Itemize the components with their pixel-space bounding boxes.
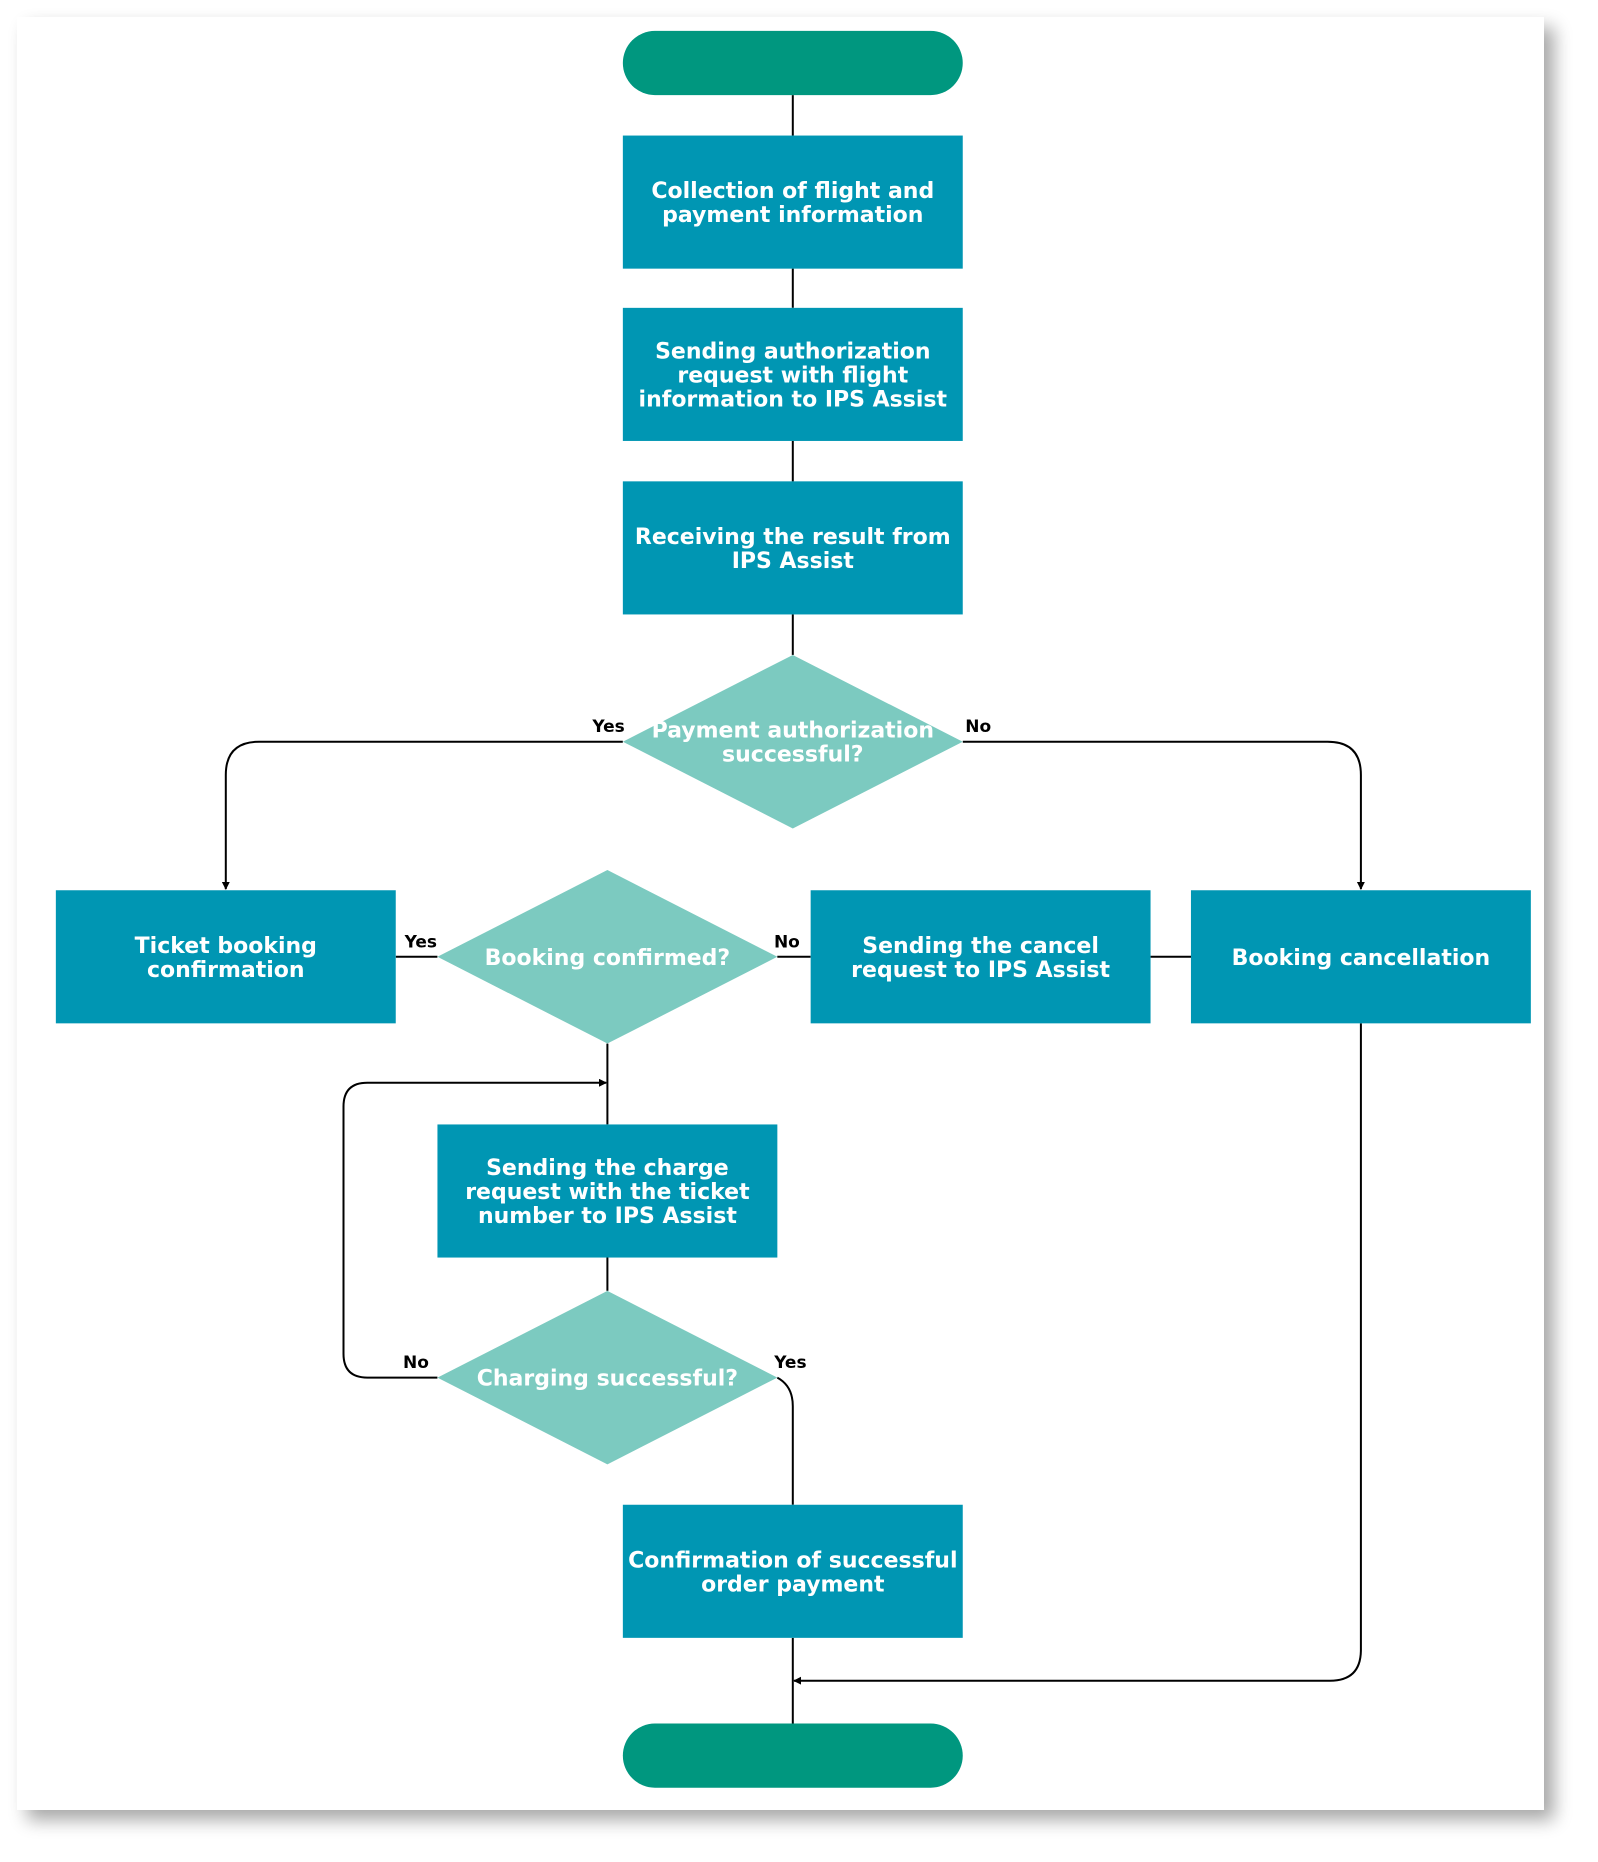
edge-label-auth-yes: Yes <box>591 717 624 737</box>
process-box <box>55 890 396 1024</box>
process-box <box>622 1504 963 1638</box>
node-label-line: IPS Assist <box>732 549 855 574</box>
edge-charged-yes-confirm <box>776 1376 794 1505</box>
node-booked: Booking confirmed? <box>437 870 778 1044</box>
edge-charged-no-loop <box>342 1078 607 1379</box>
node-label-line: Ticket booking <box>135 934 317 959</box>
decision-diamond <box>437 1290 778 1465</box>
node-label-line: successful? <box>722 743 864 768</box>
node-label-line: payment information <box>662 203 923 228</box>
process-box <box>437 1124 778 1258</box>
node-end <box>622 1723 963 1788</box>
process-box <box>622 481 963 615</box>
edge-label-auth-no: No <box>965 717 991 737</box>
edges-layer <box>221 95 1365 1724</box>
node-label-line: request to IPS Assist <box>851 958 1110 983</box>
node-cancel: Booking cancellation <box>1190 890 1531 1024</box>
terminal-shape <box>622 1723 963 1788</box>
node-label-line: number to IPS Assist <box>478 1204 737 1229</box>
node-label-line: Receiving the result from <box>635 525 951 550</box>
node-label-line: Booking cancellation <box>1232 946 1491 971</box>
edge-cancel-end <box>793 1023 1362 1685</box>
decision-diamond <box>622 654 963 829</box>
edge-auth-ok-yes-ticket <box>221 740 623 890</box>
edge-label-booked-yes: Yes <box>404 932 437 952</box>
process-box <box>810 890 1151 1024</box>
process-box <box>1190 890 1531 1024</box>
node-label-line: information to IPS Assist <box>639 387 948 412</box>
node-label-line: Payment authorization <box>652 719 934 744</box>
node-label-line: order payment <box>701 1572 885 1597</box>
node-label-line: confirmation <box>147 958 305 983</box>
edge-label-charged-no: No <box>403 1353 429 1373</box>
node-label-line: Collection of flight and <box>651 179 934 204</box>
node-label-line: Booking confirmed? <box>485 946 731 971</box>
edge-auth-ok-no-cancel <box>962 740 1365 890</box>
process-box <box>622 307 963 441</box>
node-label-line: Sending the cancel <box>862 934 1099 959</box>
node-label-line: Confirmation of successful <box>628 1548 957 1573</box>
decision-diamond <box>437 870 778 1044</box>
node-label-line: Sending authorization <box>655 339 930 364</box>
node-label-line: Sending the charge <box>486 1156 729 1181</box>
node-start <box>622 30 963 96</box>
node-label-line: request with the ticket <box>465 1180 750 1205</box>
node-charged: Charging successful? <box>437 1290 778 1465</box>
terminal-shape <box>622 30 963 96</box>
node-label-line: Charging successful? <box>477 1367 738 1392</box>
process-box <box>622 135 963 269</box>
edge-label-charged-yes: Yes <box>773 1353 806 1373</box>
edge-label-booked-no: No <box>774 932 800 952</box>
node-label-line: request with flight <box>677 363 908 388</box>
